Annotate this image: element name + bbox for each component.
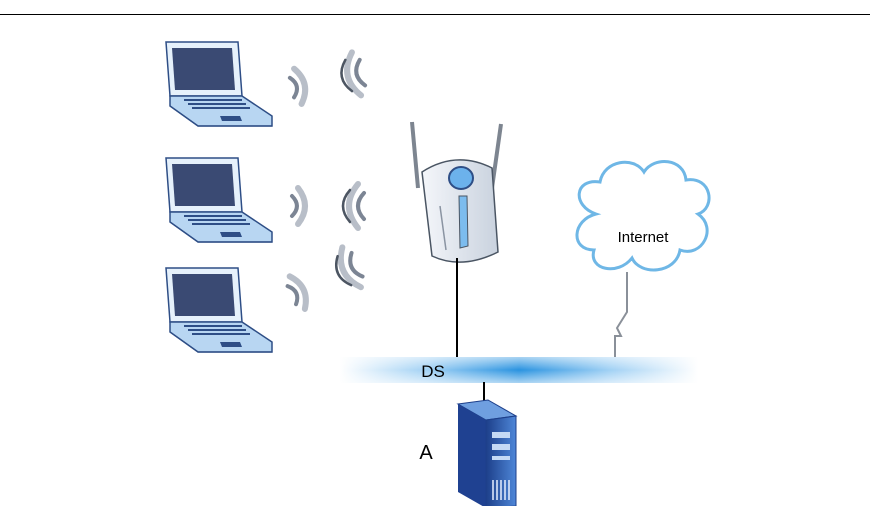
server-tower-icon [458,400,516,506]
ds-label: DS [421,362,445,381]
internet-label: Internet [618,229,670,246]
laptop-icon [166,268,272,352]
laptop-icon [166,42,272,126]
internet-link [615,272,627,358]
distribution-system-bus: DS [340,357,698,383]
wireless-signal-icon [287,51,367,109]
access-point-icon [412,122,501,262]
cloud-icon: Internet [577,162,709,270]
station-label: A [419,442,433,464]
laptop-icon [166,158,272,242]
wireless-signal-icon [292,184,364,228]
wireless-signal-icon [283,245,367,315]
